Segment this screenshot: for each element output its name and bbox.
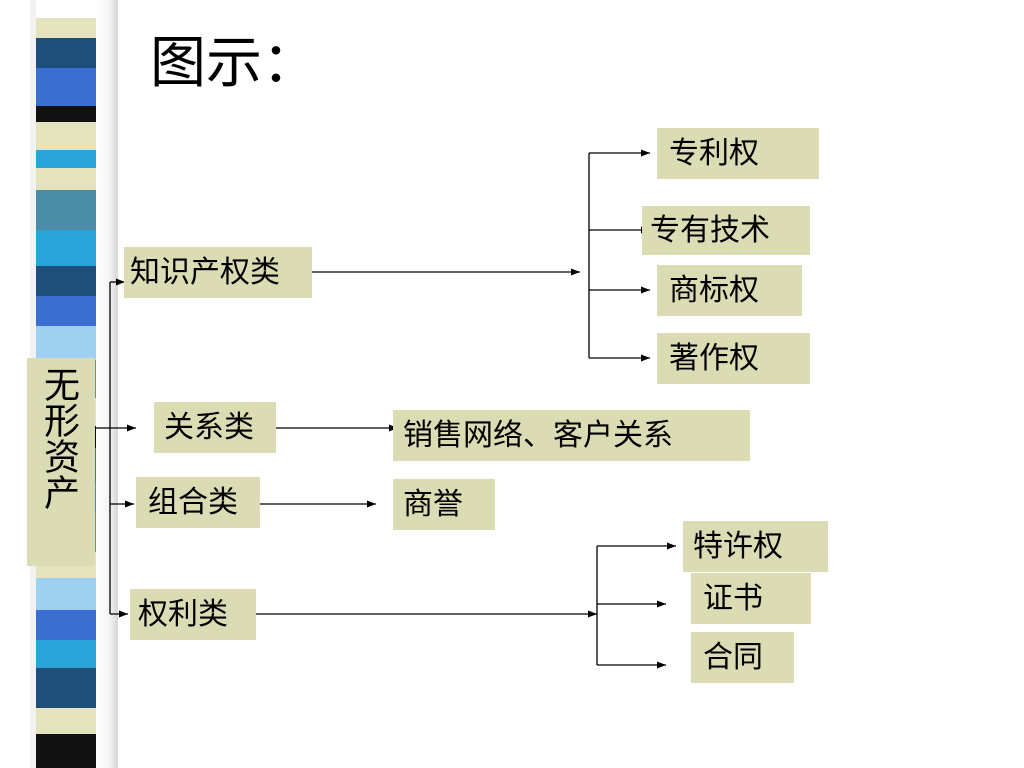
category-node-relation: 关系类	[154, 402, 276, 453]
page-title: 图示：	[150, 31, 318, 96]
stripe-band	[34, 578, 96, 610]
stripe-band	[34, 38, 96, 68]
item-node-contract: 合同	[691, 632, 794, 683]
item-node-copyright: 著作权	[657, 333, 810, 384]
stripe-band	[34, 296, 96, 326]
stripe-band	[34, 230, 96, 266]
stripe-band	[34, 18, 96, 38]
stripe-band	[34, 0, 96, 18]
category-node-combination: 组合类	[136, 477, 260, 528]
item-node-patent: 专利权	[657, 128, 819, 179]
item-node-know-how: 专有技术	[642, 206, 810, 255]
category-node-rights: 权利类	[130, 589, 256, 640]
stripe-band	[34, 266, 96, 296]
stripe-band	[34, 708, 96, 734]
stripe-band	[34, 668, 96, 708]
item-node-sales-network: 销售网络、客户关系	[393, 410, 750, 461]
category-node-intellectual-property: 知识产权类	[124, 247, 312, 298]
stripe-band	[34, 326, 96, 360]
stripe-band	[34, 168, 96, 190]
root-node-intangible-assets: 无形资产	[27, 358, 95, 566]
stripe-band	[34, 106, 96, 122]
stripe-band	[34, 610, 96, 640]
stripe-band	[34, 68, 96, 106]
stripe-band	[34, 190, 96, 230]
item-node-franchise: 特许权	[683, 521, 828, 572]
item-node-certificate: 证书	[691, 573, 811, 624]
stripe-band	[34, 734, 96, 768]
stripe-band	[34, 122, 96, 150]
stripe-band	[34, 640, 96, 668]
item-node-trademark: 商标权	[657, 265, 802, 316]
stripe-band	[34, 150, 96, 168]
item-node-goodwill: 商誉	[393, 479, 495, 530]
